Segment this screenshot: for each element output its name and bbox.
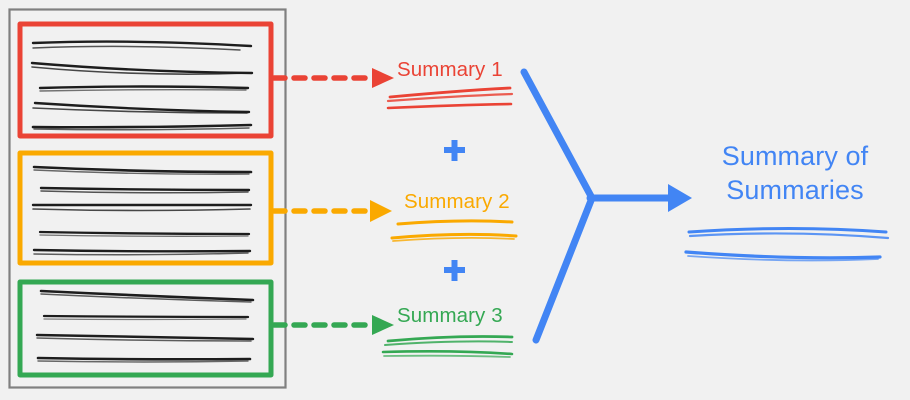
summary-1-label: Summary 1 — [397, 58, 503, 81]
final-summary-squiggles — [684, 227, 890, 262]
arrow-section-2-to-summary-2 — [271, 200, 392, 222]
summary-2-label: Summary 2 — [404, 190, 510, 213]
summary-3-squiggles — [381, 335, 514, 358]
section-3-text-lines — [35, 289, 255, 363]
summary-of-summaries-line-2: Summaries — [726, 175, 864, 206]
section-1-text-lines — [30, 40, 254, 131]
summary-3-label: Summary 3 — [397, 304, 503, 327]
arrow-section-1-to-summary-1 — [271, 68, 394, 88]
summary-1-squiggles — [386, 86, 514, 110]
section-1-box[interactable] — [17, 21, 274, 139]
section-2-text-lines — [31, 165, 253, 256]
summary-of-summaries-line-1: Summary of — [721, 141, 869, 171]
plus-operator-1-icon — [444, 140, 465, 161]
source-document-frame — [8, 8, 287, 389]
merge-arrow — [520, 68, 676, 344]
plus-operator-2-icon — [444, 260, 465, 281]
summary-of-summaries-label: Summary of Summaries — [702, 139, 888, 208]
arrow-section-3-to-summary-3 — [271, 315, 394, 335]
summary-2-squiggles — [390, 219, 518, 242]
section-3-box[interactable] — [17, 279, 274, 378]
section-2-box[interactable] — [17, 150, 274, 266]
merge-arrowhead-icon — [668, 184, 692, 212]
